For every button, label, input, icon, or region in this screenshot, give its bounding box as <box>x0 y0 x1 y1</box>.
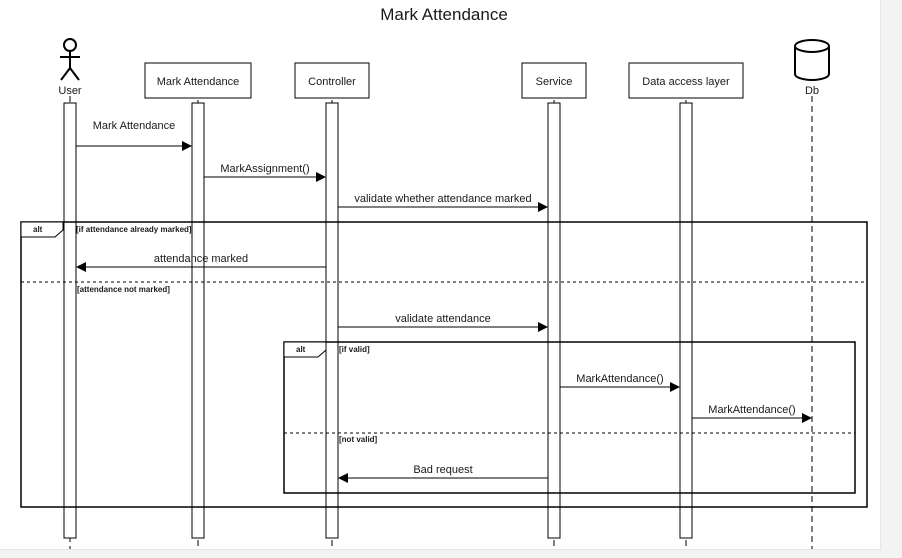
participant-user-label: User <box>58 85 82 97</box>
participant-controller-label: Controller <box>308 76 356 88</box>
message-label-4: attendance marked <box>154 253 248 265</box>
diagram-canvas: Mark Attendance User Mark Attendance Con… <box>0 0 881 550</box>
alt-outer-guard-1: [if attendance already marked] <box>76 225 192 234</box>
alt-fragment-outer-tab <box>20 221 64 238</box>
message-label-1: Mark Attendance <box>93 120 176 132</box>
participant-service <box>521 62 587 99</box>
participant-db-label: Db <box>805 85 819 97</box>
alt-outer-keyword: alt <box>33 225 43 234</box>
alt-fragment-outer <box>20 221 868 508</box>
participant-mark-attendance-label: Mark Attendance <box>157 76 240 88</box>
activation-data-access-layer <box>679 102 693 539</box>
activation-controller <box>325 102 339 539</box>
participant-data-access-layer-label: Data access layer <box>642 76 730 88</box>
participant-controller <box>294 62 370 99</box>
alt-fragment-inner-tab <box>283 341 327 358</box>
message-label-8: Bad request <box>413 464 472 476</box>
participant-data-access-layer <box>628 62 744 99</box>
alt-inner-keyword: alt <box>296 345 306 354</box>
alt-outer-guard-2: [attendance not marked] <box>77 285 170 294</box>
database-icon <box>794 39 830 81</box>
alt-inner-guard-1: [if valid] <box>339 345 370 354</box>
message-label-5: validate attendance <box>395 313 490 325</box>
alt-fragment-inner <box>283 341 856 494</box>
alt-inner-guard-2: [not valid] <box>339 435 378 444</box>
sequence-diagram: Mark Attendance User Mark Attendance Con… <box>20 5 868 549</box>
activation-mark-attendance <box>191 102 205 539</box>
participant-mark-attendance <box>144 62 252 99</box>
message-label-2: MarkAssignment() <box>220 163 309 175</box>
diagram-title: Mark Attendance <box>380 5 508 24</box>
actor-icon <box>60 38 80 81</box>
message-label-6: MarkAttendance() <box>576 373 663 385</box>
message-label-7: MarkAttendance() <box>708 404 795 416</box>
message-label-3: validate whether attendance marked <box>354 193 531 205</box>
participant-service-label: Service <box>536 76 573 88</box>
activation-service <box>547 102 561 539</box>
activation-user <box>63 102 77 539</box>
